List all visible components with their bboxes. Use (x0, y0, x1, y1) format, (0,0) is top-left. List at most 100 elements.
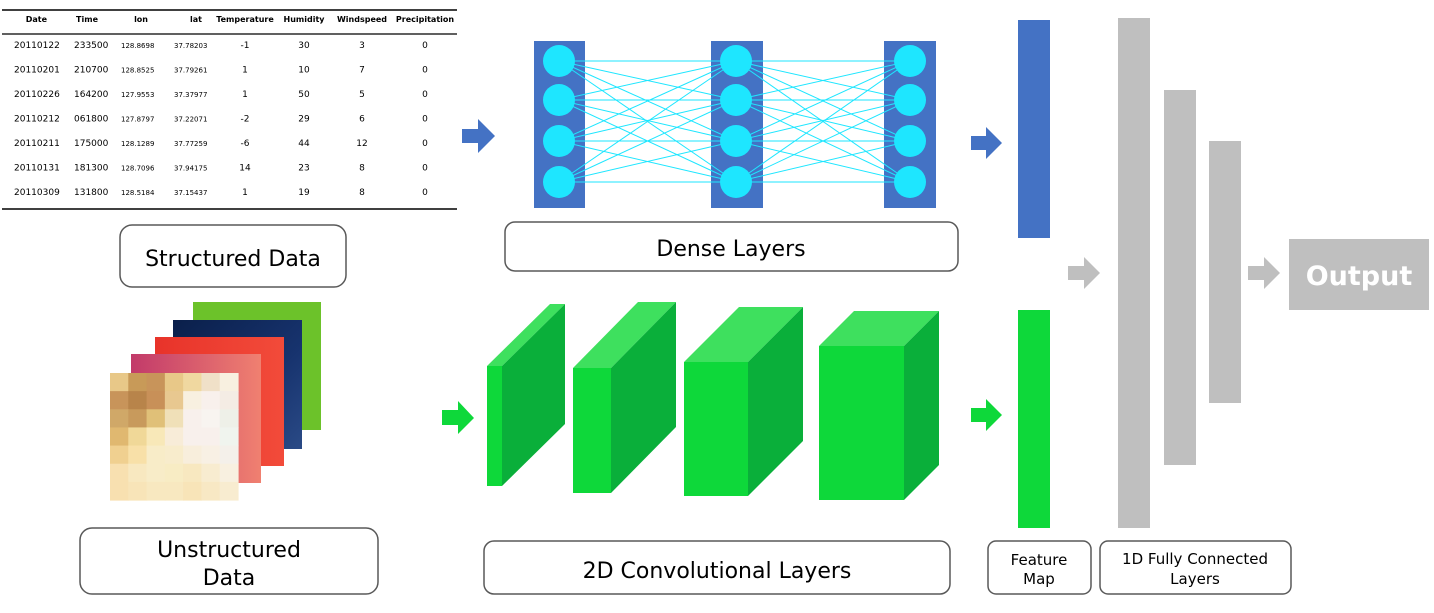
table-cell: 3 (359, 41, 365, 51)
right-arrow-icon (971, 127, 1002, 159)
dense-node (720, 84, 752, 116)
table-cell: 127.9553 (121, 91, 154, 99)
pixel (164, 373, 184, 392)
pixel (128, 463, 148, 483)
table-cell: 23 (298, 164, 309, 174)
pixel (201, 409, 221, 429)
pixel (128, 427, 148, 447)
table-cell: 5 (359, 90, 365, 100)
pixel (128, 481, 148, 501)
pixel (183, 463, 203, 483)
pixel (183, 481, 203, 501)
table-cell: -6 (241, 139, 250, 149)
table-cell: 164200 (74, 90, 109, 100)
table-cell: 128.1289 (121, 140, 154, 148)
table-cell: 175000 (74, 139, 109, 149)
pixel (201, 481, 221, 501)
table-cell: 37.78203 (174, 42, 207, 50)
dense-node (894, 45, 926, 77)
structured-data-label: Structured Data (145, 247, 321, 272)
right-arrow-icon (971, 399, 1002, 431)
table-header-cell: Temperature (216, 15, 274, 24)
dense-network (534, 41, 936, 208)
pixel (110, 445, 129, 465)
table-cell: 29 (298, 115, 310, 125)
dense-edge (735, 99, 911, 142)
feature-map-conv (1018, 310, 1050, 528)
structured-data-box: Structured Data (119, 224, 347, 288)
fc-layers-label-line1: 1D Fully Connected (1122, 550, 1268, 568)
pixel (183, 409, 203, 429)
table-cell: 20110226 (14, 90, 60, 100)
pixel (110, 373, 129, 392)
table-cell: 181300 (74, 164, 109, 174)
dense-edge (735, 140, 911, 183)
dense-node (894, 84, 926, 116)
table-cell: 128.7096 (121, 165, 155, 173)
dense-edge (735, 60, 911, 142)
pixel (183, 445, 203, 465)
pixel (219, 391, 239, 410)
pixel (146, 391, 166, 410)
pixel (110, 463, 129, 483)
dense-edge (558, 99, 737, 142)
pixel (110, 409, 129, 429)
table-cell: 20110211 (14, 139, 60, 149)
dense-edge (735, 60, 911, 183)
dense-edge (558, 60, 737, 101)
feature-map-dense (1018, 20, 1050, 238)
table-cell: 14 (239, 164, 251, 174)
pixel (201, 373, 221, 392)
pixel (164, 463, 184, 483)
dense-node (894, 125, 926, 157)
table-cell: 128.5184 (121, 189, 155, 197)
pixel (219, 445, 239, 465)
pixel (183, 373, 203, 392)
pixel (110, 427, 129, 447)
table-header-cell: Time (76, 15, 99, 24)
pixel (146, 373, 166, 392)
pixel (146, 445, 166, 465)
pixel (219, 427, 239, 447)
pixel (164, 427, 184, 447)
table-cell: 19 (298, 188, 310, 198)
conv-block-2 (573, 302, 676, 493)
pixel (201, 427, 221, 447)
table-header-cell: Date (26, 15, 48, 24)
feature-map-label-line1: Feature (1011, 551, 1068, 569)
table-cell: 37.37977 (174, 91, 207, 99)
dense-edge (558, 99, 737, 183)
table-cell: 30 (298, 41, 310, 51)
table-header-cell: lon (134, 15, 148, 24)
conv-layers-label: 2D Convolutional Layers (583, 559, 852, 584)
conv-block-4 (819, 311, 939, 500)
pixel (219, 481, 239, 501)
pixel (128, 409, 148, 429)
table-cell: 37.15437 (174, 189, 207, 197)
table-header-cell: Humidity (284, 15, 326, 24)
pixel (164, 445, 184, 465)
table-cell: 37.79261 (174, 67, 207, 75)
pixel (201, 463, 221, 483)
dense-node (543, 166, 575, 198)
dense-edge (558, 60, 737, 183)
pixel (219, 373, 239, 392)
table-cell: 0 (422, 90, 428, 100)
output-label: Output (1306, 261, 1413, 292)
feature-map-box: Feature Map (987, 540, 1092, 595)
pixel (128, 445, 148, 465)
table-cell: 8 (359, 188, 365, 198)
table-cell: 0 (422, 164, 428, 174)
dense-node (720, 166, 752, 198)
fc-layer-2 (1164, 90, 1196, 465)
table-header-cell: Precipitation (396, 15, 454, 24)
table-cell: 128.8525 (121, 67, 154, 75)
dense-layers-label: Dense Layers (656, 237, 805, 262)
pixel (128, 373, 148, 392)
